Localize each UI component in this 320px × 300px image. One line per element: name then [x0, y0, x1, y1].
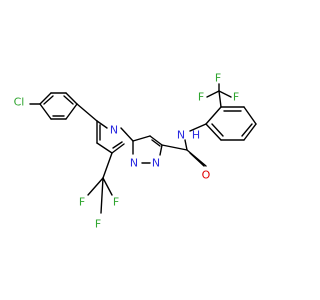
- bond-layer: [29, 83, 257, 214]
- bond-42: [218, 90, 222, 108]
- bond-28: [161, 144, 188, 151]
- bond-36: [243, 123, 257, 141]
- bond-30: [189, 152, 205, 167]
- bond-16: [111, 143, 125, 154]
- bond-3: [65, 92, 78, 105]
- ring-nitrogen-label: N: [110, 124, 118, 137]
- fluorine-bottom-center-label: F: [95, 218, 101, 231]
- amide-nitrogen-label: N: [177, 129, 185, 142]
- bond-35: [243, 106, 257, 125]
- pyrazole-nitrogen-label: N: [152, 157, 160, 170]
- bond-44: [218, 90, 232, 98]
- fluorine-top-center-label: F: [215, 72, 221, 85]
- bond-26: [102, 177, 113, 196]
- fluorine-bottom-right-label: F: [113, 196, 119, 209]
- bond-24: [102, 152, 113, 179]
- bond-6: [39, 103, 52, 120]
- bond-20: [149, 135, 163, 146]
- bond-40: [241, 123, 253, 137]
- bond-18: [112, 141, 123, 149]
- carbonyl-oxygen-label: O: [202, 169, 211, 182]
- bond-7: [43, 95, 54, 105]
- bond-19: [132, 135, 151, 142]
- fluorine-bottom-left-label: F: [79, 196, 85, 209]
- bond-8: [63, 95, 74, 105]
- bond-33: [205, 106, 222, 125]
- bond-41: [211, 123, 224, 137]
- bond-32: [189, 123, 207, 132]
- bond-43: [206, 90, 220, 98]
- chlorine-atom-label: Cl: [14, 96, 25, 109]
- bond-15: [96, 142, 113, 154]
- bond-25: [87, 177, 104, 196]
- bond-10: [76, 103, 98, 122]
- bond-21: [159, 144, 163, 156]
- bond-23: [151, 139, 161, 147]
- bond-12: [120, 127, 134, 142]
- amide-hydrogen-label: H: [192, 129, 200, 142]
- bond-27: [100, 177, 104, 214]
- bond-31: [184, 139, 188, 151]
- fluorine-top-right-label: F: [233, 91, 239, 104]
- bridgehead-nitrogen-label: N: [130, 157, 138, 170]
- bond-4: [65, 103, 78, 120]
- fluorine-top-left-label: F: [198, 91, 204, 104]
- bond-1: [39, 92, 52, 105]
- chemical-structure-diagram: Cl N N N N H O F F F F F F: [14, 72, 257, 231]
- bond-11: [96, 120, 108, 129]
- atom-label-layer: Cl N N N N H O F F F F F F: [14, 72, 240, 231]
- bond-38: [205, 123, 222, 141]
